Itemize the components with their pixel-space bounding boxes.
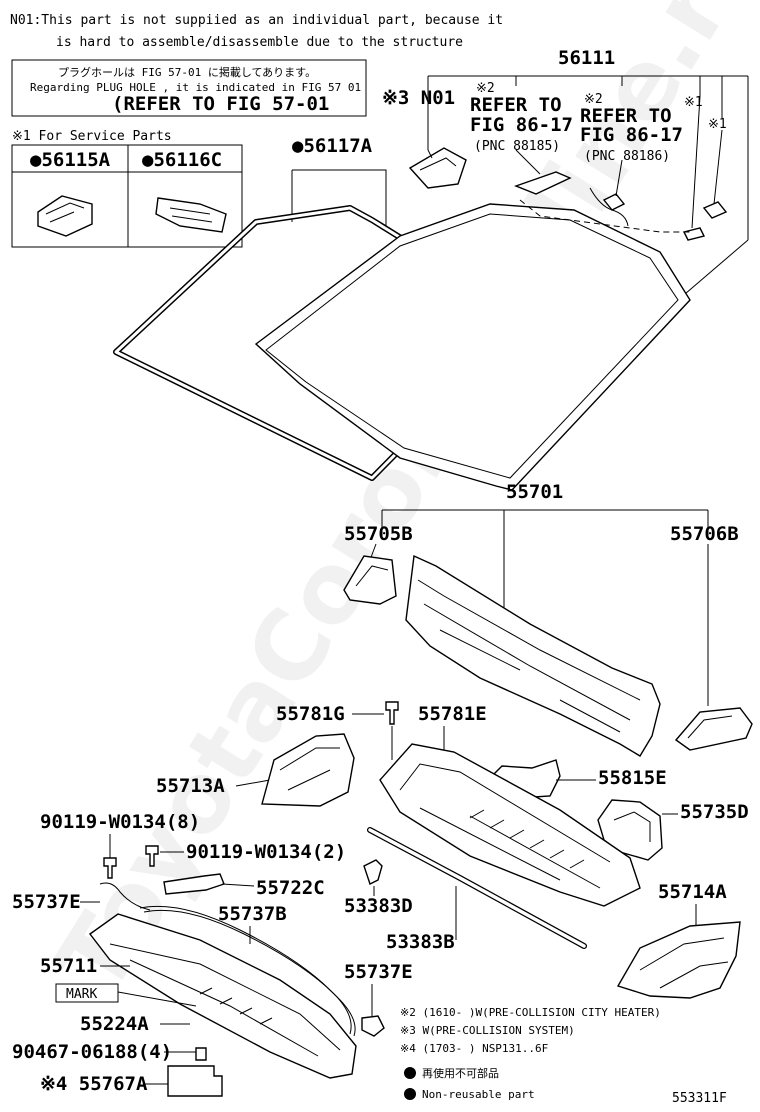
label-55224A: 55224A	[80, 1013, 149, 1035]
label-90467-06188: 90467-06188(4)	[12, 1041, 172, 1063]
label-55735D: 55735D	[680, 801, 749, 823]
label-53383D: 53383D	[344, 895, 413, 917]
plug-hole-refer: (REFER TO FIG 57-01	[112, 93, 329, 115]
ref1-line-a: REFER TO	[470, 94, 562, 116]
label-55722C: 55722C	[256, 877, 325, 899]
side-panel-55713A	[261, 733, 355, 807]
label-55737B: 55737B	[218, 903, 287, 925]
windshield-glass	[254, 203, 691, 491]
hose-55737B	[139, 905, 352, 1035]
label-55713A: 55713A	[156, 775, 225, 797]
clip-1-drawing	[702, 201, 728, 219]
service-mark-1: ※1	[684, 95, 703, 110]
clip-55781G	[385, 701, 399, 725]
note-line-2: is hard to assemble/disassemble due to t…	[56, 35, 463, 50]
clip-56116C-drawing	[155, 197, 227, 233]
pad-55767A	[167, 1065, 223, 1097]
clip-55737E-b	[361, 1015, 385, 1037]
ref2-line-b: FIG 86-17	[580, 124, 683, 146]
legend-line-3: ※4 (1703- ) NSP131..6F	[400, 1042, 548, 1055]
cowl-side-55705B	[343, 555, 397, 605]
legend-line-1: ※2 (1610- )W(PRE-COLLISION CITY HEATER)	[400, 1006, 661, 1019]
plug-hole-en: Regarding PLUG HOLE , it is indicated in…	[30, 81, 361, 94]
service-part-56116C: ●56116C	[142, 149, 222, 171]
label-55705B: 55705B	[344, 523, 413, 545]
label-55706B: 55706B	[670, 523, 739, 545]
cowl-lower-55711	[89, 913, 357, 1079]
legend-line-2: ※3 W(PRE-COLLISION SYSTEM)	[400, 1024, 575, 1037]
label-90119-w0134-8: 90119-W0134(8)	[40, 811, 200, 833]
side-panel-55714A	[616, 921, 741, 999]
ref2-mark: ※2	[584, 92, 603, 107]
bolt-90119-2	[145, 845, 159, 867]
n01-bracket-drawing	[408, 147, 467, 189]
ref1-pnc: (PNC 88185)	[474, 139, 560, 154]
label-55737E-a: 55737E	[12, 891, 81, 913]
label-55701: 55701	[506, 481, 563, 503]
sensor-bracket-drawing	[514, 171, 572, 195]
label-90119-w0134-2: 90119-W0134(2)	[186, 841, 346, 863]
label-55781G: 55781G	[276, 703, 345, 725]
clip-53383D	[363, 859, 383, 885]
ref2-line-a: REFER TO	[580, 105, 672, 127]
ref1-line-b: FIG 86-17	[470, 114, 573, 136]
hose-55737E	[99, 882, 151, 911]
clip-90467	[195, 1047, 207, 1061]
service-mark-2: ※1	[708, 117, 727, 132]
service-parts-title: ※1 For Service Parts	[12, 129, 172, 144]
plug-hole-box: プラグホールは FIG 57-01 に掲載してあります。 Regarding P…	[11, 59, 367, 117]
bolt-90119-8	[103, 857, 117, 879]
note-line-1: N01:This part is not suppiied as an indi…	[10, 13, 503, 28]
leader-56111	[427, 75, 749, 301]
leader-55701	[381, 509, 709, 620]
mark-box	[55, 983, 119, 1003]
legend-line-4: 再使用不可部品	[422, 1066, 499, 1080]
label-56111: 56111	[558, 47, 615, 69]
mark-label: MARK	[66, 987, 97, 1002]
label-55815E: 55815E	[598, 767, 667, 789]
plug-hole-jp: プラグホールは FIG 57-01 に掲載してあります。	[58, 65, 316, 79]
ref1-mark: ※2	[476, 81, 495, 96]
cowl-panel-55701	[405, 554, 661, 757]
service-parts-table: ●56115A ●56116C	[11, 144, 243, 248]
label-56117A: ●56117A	[292, 135, 373, 157]
ref2-pnc: (PNC 88186)	[584, 149, 670, 164]
label-55767A: ※4 55767A	[40, 1073, 148, 1095]
cowl-side-55706B	[674, 707, 753, 751]
label-n01: ※3 N01	[382, 87, 455, 109]
label-53383B: 53383B	[386, 931, 455, 953]
figure-code: 553311F	[672, 1091, 727, 1106]
label-55714A: 55714A	[658, 881, 727, 903]
cowl-grille	[199, 987, 273, 1025]
legend-dot-2	[404, 1088, 416, 1100]
label-55781E: 55781E	[418, 703, 487, 725]
clip-2-drawing	[682, 227, 706, 241]
legend-line-5: Non-reusable part	[422, 1088, 535, 1101]
label-55737E-b: 55737E	[344, 961, 413, 983]
label-55711: 55711	[40, 955, 97, 977]
legend-dot-1	[404, 1067, 416, 1079]
service-part-56115A: ●56115A	[30, 149, 111, 171]
